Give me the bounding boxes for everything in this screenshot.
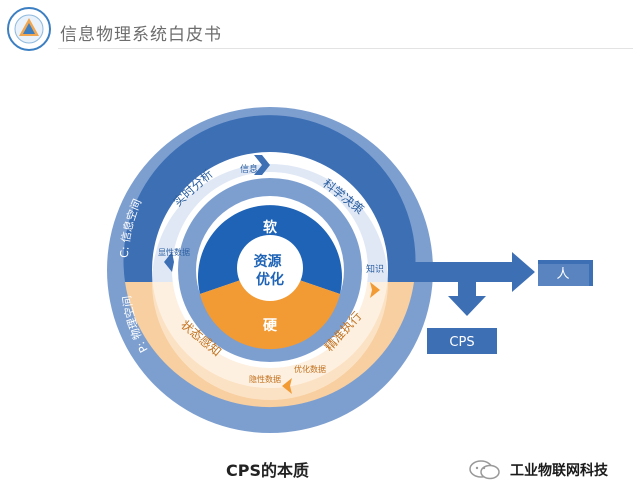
core-soft-label: 软 [263, 219, 278, 236]
cycle-arrow-right [370, 282, 380, 298]
person-label: 人 [556, 267, 569, 282]
header: 信息物理系统白皮书 [0, 0, 639, 60]
watermark-text: 工业物联网科技 [510, 463, 608, 479]
core-center-line1: 资源 [254, 253, 282, 270]
implicit-data-label: 隐性数据 [249, 374, 281, 384]
core-center-label: 资源 优化 [254, 253, 287, 288]
cps-box [427, 328, 497, 354]
cps-label: CPS [449, 335, 474, 350]
cps-arrow-head [448, 296, 486, 316]
person-box [538, 260, 593, 286]
cps-arrow-shaft [458, 282, 476, 298]
knowledge-label: 知识 [366, 263, 384, 275]
network-label: 网 [88, 266, 101, 281]
output-arrow-shaft [414, 262, 514, 282]
information-label: 信息 [240, 163, 258, 175]
header-divider [58, 48, 633, 49]
cycle-arrow-top [254, 155, 270, 175]
explicit-data-label: 显性数据 [158, 247, 190, 257]
core-hard-label: 硬 [263, 318, 278, 334]
logo-icon [7, 7, 51, 51]
cycle-arrow-left [164, 252, 174, 272]
core-center [237, 235, 303, 301]
watermark: 工业物联网科技 [468, 458, 633, 484]
cycle-arrow-bottom [282, 378, 292, 394]
diagram-caption: CPS的本质 [226, 461, 309, 480]
chat-bubble-icon [469, 460, 500, 480]
core-center-line2: 优化 [256, 271, 284, 288]
core-hard-segment [200, 270, 340, 350]
optimized-data-label: 优化数据 [294, 364, 326, 374]
output-arrow-head [512, 252, 535, 292]
header-title: 信息物理系统白皮书 [60, 25, 222, 45]
